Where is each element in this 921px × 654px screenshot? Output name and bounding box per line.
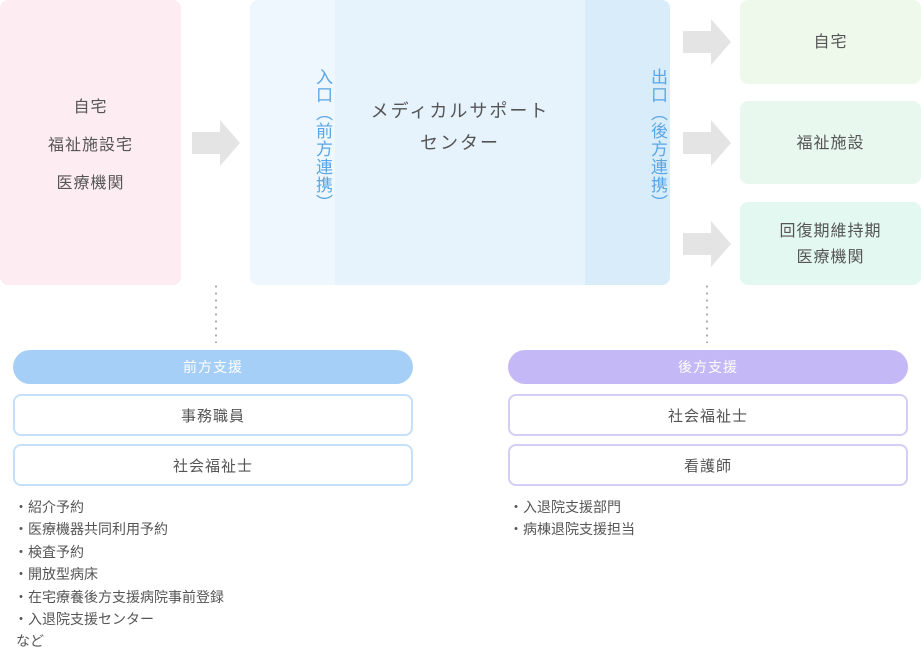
front-services-list: 紹介予約 医療機器共同利用予約 検査予約 開放型病床 在宅療養後方支援病院事前登… [14, 497, 314, 631]
front-services-note: など [16, 634, 44, 651]
back-support-header: 後方支援 [508, 350, 908, 384]
exit-label: 出口（後方連携） [647, 68, 667, 212]
arrow-right-icon [683, 221, 731, 267]
arrow-right-icon [683, 120, 731, 166]
destination-recovery-hospital: 回復期維持期 医療機関 [740, 202, 921, 285]
list-item: 入退院支援部門 [509, 497, 809, 519]
front-services: 紹介予約 医療機器共同利用予約 検査予約 開放型病床 在宅療養後方支援病院事前登… [14, 497, 314, 654]
arrow-right-icon [683, 19, 731, 65]
list-item: 病棟退院支援担当 [509, 519, 809, 541]
dotted-connector-back [706, 283, 708, 343]
list-item: 医療機器共同利用予約 [14, 519, 314, 541]
back-services: 入退院支援部門 病棟退院支援担当 [509, 497, 809, 542]
medical-support-center: 入口（前方連携） メディカルサポート センター 出口（後方連携） [250, 0, 670, 285]
entrance-panel: 入口（前方連携） [250, 0, 335, 285]
destination-label: 医療機関 [796, 246, 865, 266]
front-support-header: 前方支援 [13, 350, 413, 384]
destination-welfare-facility: 福祉施設 [740, 101, 921, 184]
dotted-connector-front [215, 283, 217, 343]
destination-label: 福祉施設 [796, 132, 865, 152]
list-item: 入退院支援センター [14, 609, 314, 631]
list-item: 紹介予約 [14, 497, 314, 519]
center-title-panel: メディカルサポート センター [335, 0, 585, 285]
entrance-label: 入口（前方連携） [312, 68, 332, 212]
list-item: 在宅療養後方支援病院事前登録 [14, 587, 314, 609]
origin-line-home: 自宅 [73, 96, 108, 116]
center-title-line-1: メディカルサポート [370, 100, 550, 122]
list-item: 開放型病床 [14, 564, 314, 586]
destination-label: 自宅 [813, 32, 848, 51]
back-services-list: 入退院支援部門 病棟退院支援担当 [509, 497, 809, 542]
destination-label: 回復期維持期 [779, 220, 882, 240]
origin-box: 自宅 福祉施設宅 医療機関 [0, 0, 181, 285]
origin-line-welfare-housing: 福祉施設宅 [47, 134, 133, 154]
destination-home: 自宅 [740, 0, 921, 84]
center-title-line-2: センター [420, 132, 500, 154]
front-staff-clerk: 事務職員 [13, 394, 413, 436]
back-staff-nurse: 看護師 [508, 444, 908, 486]
back-staff-social-worker: 社会福祉士 [508, 394, 908, 436]
list-item: 検査予約 [14, 542, 314, 564]
exit-panel: 出口（後方連携） [585, 0, 670, 285]
arrow-right-icon [192, 120, 240, 166]
front-staff-social-worker: 社会福祉士 [13, 444, 413, 486]
origin-line-medical-institution: 医療機関 [56, 172, 125, 192]
